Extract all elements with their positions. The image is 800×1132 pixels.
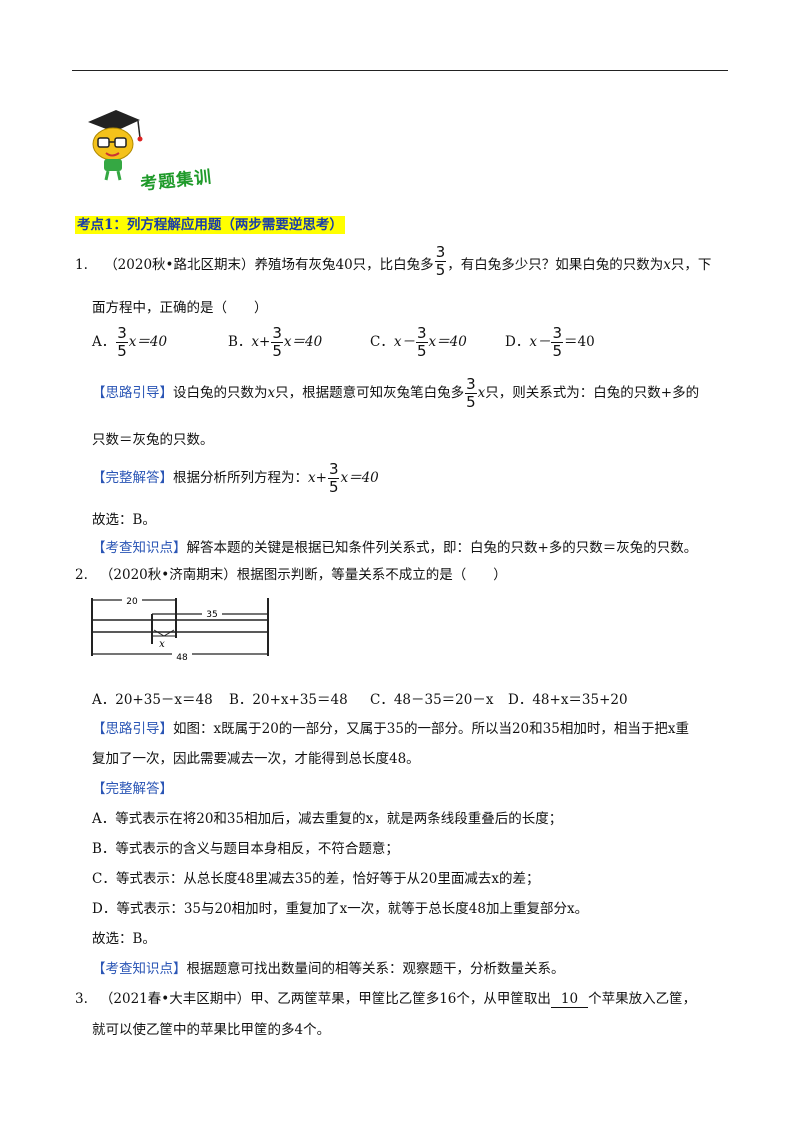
q1-knowledge: 【考查知识点】解答本题的关键是根据已知条件列关系式，即：白兔的只数+多的只数＝灰… xyxy=(92,540,698,556)
q2-answer-line-b: B．等式表示的含义与题目本身相反，不符合题意； xyxy=(92,841,399,857)
diagram-label-20: 20 xyxy=(126,597,138,607)
q2-answer-line-d: D．等式表示：35与20相加时，重复加了x一次，就等于总长度48加上重复部分x。 xyxy=(92,901,589,917)
q2-option-c[interactable]: C．48－35＝20－x xyxy=(370,692,494,708)
q2-choice: 故选：B。 xyxy=(92,931,156,947)
q1-hint-tag: 【思路引导】 xyxy=(92,385,173,401)
section-title-wrap: 考点1：列方程解应用题（两步需要逆思考） xyxy=(75,213,345,234)
diagram-label-48: 48 xyxy=(176,653,188,663)
q1-text-c: 只，下 xyxy=(670,257,712,273)
q2-line1: 2.（2020秋•济南期末）根据图示判断，等量关系不成立的是（ ） xyxy=(75,567,507,583)
logo-text: 考题集训 xyxy=(139,167,214,195)
q1-kp-tag: 【考查知识点】 xyxy=(92,540,187,556)
q1-hint-line2: 只数＝灰兔的只数。 xyxy=(92,432,214,448)
q1-line2: 面方程中，正确的是（ ） xyxy=(92,300,268,316)
q1-text-a: （2020秋•路北区期末）养殖场有灰兔40只，比白兔多 xyxy=(104,257,434,273)
q2-option-d[interactable]: D．48+x＝35+20 xyxy=(508,692,628,708)
mascot-logo: 考题集训 xyxy=(78,104,228,195)
q2-hint-line2: 复加了一次，因此需要减去一次，才能得到总长度48。 xyxy=(92,751,420,767)
q3-number: 3. xyxy=(75,991,88,1007)
q2-knowledge: 【考查知识点】根据题意可找出数量间的相等关系：观察题干，分析数量关系。 xyxy=(92,961,565,977)
q1-var: x xyxy=(663,257,671,273)
q2-number: 2. xyxy=(75,567,88,583)
diagram-label-35: 35 xyxy=(206,610,217,620)
q1-text-b: ，有白兔多少只？如果白兔的只数为 xyxy=(447,257,664,273)
q2-answer-tag: 【完整解答】 xyxy=(92,781,173,797)
q2-hint-tag: 【思路引导】 xyxy=(92,721,173,737)
segment-diagram: 20 35 x 48 xyxy=(91,596,269,663)
q2-hint: 【思路引导】如图：x既属于20的一部分，又属于35的一部分。所以当20和35相加… xyxy=(92,721,689,737)
section-title: 考点1：列方程解应用题（两步需要逆思考） xyxy=(75,216,345,234)
q2-kp-tag: 【考查知识点】 xyxy=(92,961,187,977)
q3-line2: 就可以使乙筐中的苹果比甲筐的多4个。 xyxy=(92,1022,331,1038)
q1-answer-tag: 【完整解答】 xyxy=(92,470,173,486)
q3-answer-blank: 10 xyxy=(550,991,589,1008)
diagram-label-x: x xyxy=(159,639,165,650)
q1-number: 1. xyxy=(75,257,88,273)
q2-option-a[interactable]: A．20+35－x＝48 xyxy=(92,692,213,708)
q2-answer-line-c: C．等式表示：从总长度48里减去35的差，恰好等于从20里面减去x的差； xyxy=(92,871,540,887)
q2-answer-line-a: A．等式表示在将20和35相加后，减去重复的x，就是两条线段重叠后的长度； xyxy=(92,811,563,827)
q1-choice: 故选：B。 xyxy=(92,512,156,528)
q2-option-b[interactable]: B．20+x+35＝48 xyxy=(229,692,348,708)
mascot-icon xyxy=(88,110,143,181)
header-rule xyxy=(72,70,728,71)
